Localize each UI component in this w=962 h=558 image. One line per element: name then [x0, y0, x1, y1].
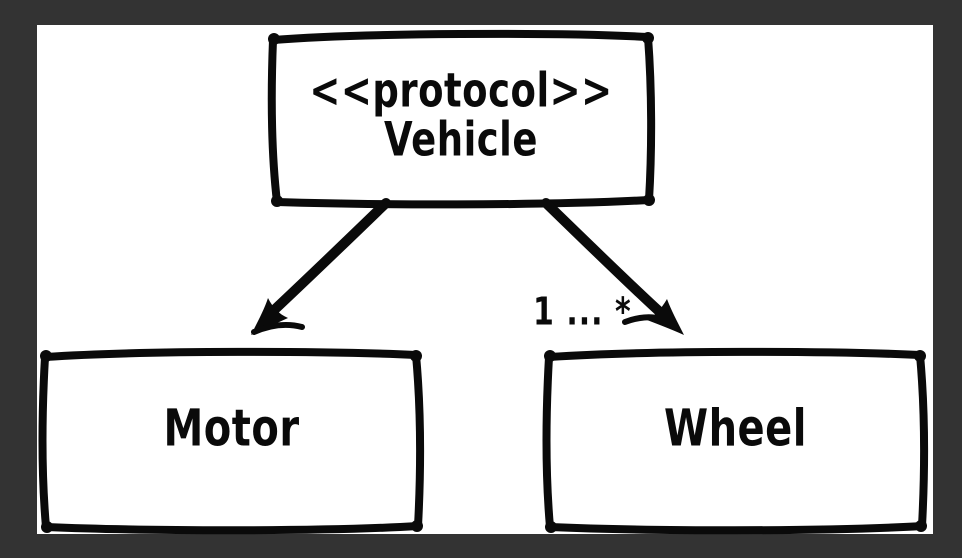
- arrow-to-motor-head-icon: [251, 298, 288, 335]
- arrow-vehicle-to-wheel: [541, 198, 684, 335]
- arrow-to-motor-shaft: [266, 198, 391, 318]
- arrow-to-wheel-head-hook: [622, 314, 664, 325]
- wheel-name-label: Wheel: [663, 399, 808, 459]
- wheel-node: [542, 347, 929, 535]
- arrow-to-wheel-shaft: [541, 198, 667, 319]
- arrow-to-motor-head-hook: [251, 321, 305, 335]
- motor-box-corner-dots: [40, 350, 423, 533]
- arrow-vehicle-to-motor: [251, 198, 391, 335]
- wheel-box-corner-dots: [544, 350, 927, 533]
- motor-node: [38, 347, 425, 535]
- motor-name-label: Motor: [163, 399, 300, 459]
- multiplicity-label: 1 ... *: [533, 289, 632, 335]
- arrow-to-wheel-head-icon: [647, 299, 684, 335]
- vehicle-stereotype-label: <<protocol>>: [309, 62, 613, 118]
- vehicle-node: [267, 29, 656, 209]
- vehicle-name-label: Vehicle: [384, 111, 538, 167]
- vehicle-box-corner-dots: [268, 32, 655, 207]
